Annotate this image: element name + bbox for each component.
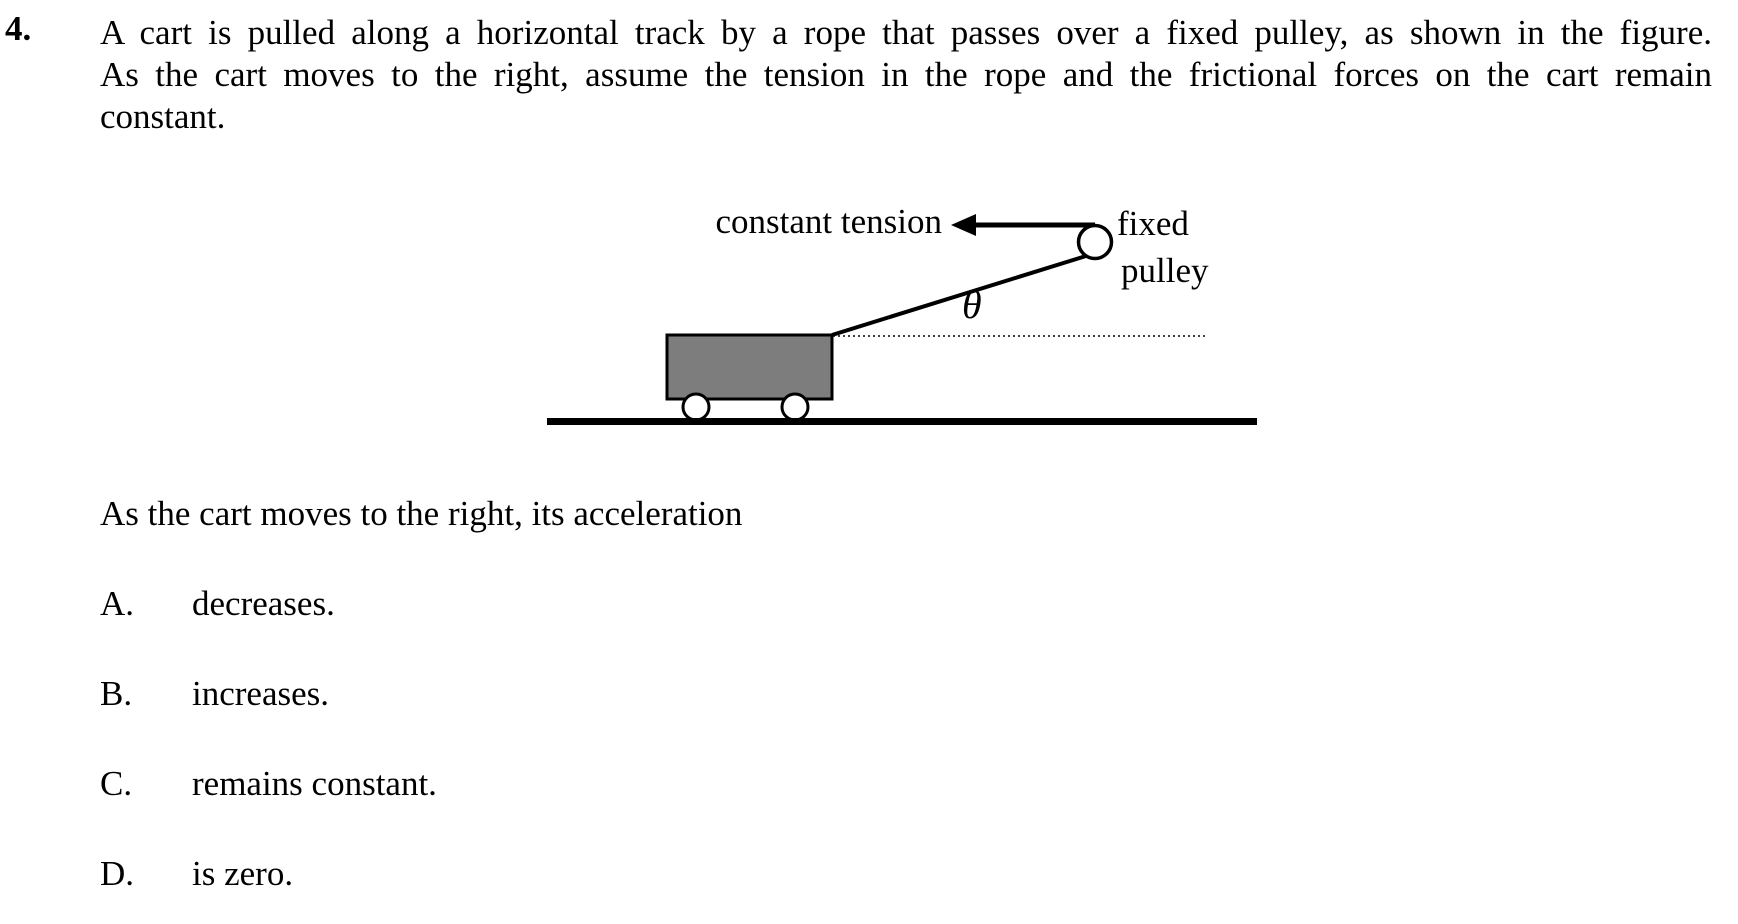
pulley-circle (1076, 223, 1114, 261)
option-text-d: is zero. (192, 854, 294, 893)
option-letter-c: C. (100, 764, 133, 803)
tension-arrowhead-icon (951, 214, 976, 236)
fixed-pulley-label-line2: pulley (1121, 251, 1209, 290)
cart-wheel-right (780, 392, 810, 422)
question-paragraph: A cart is pulled along a horizontal trac… (100, 12, 1712, 138)
question-stem: As the cart moves to the right, its acce… (100, 494, 743, 533)
constant-tension-label: constant tension (715, 202, 943, 241)
option-letter-b: B. (100, 674, 133, 713)
option-letter-a: A. (100, 584, 135, 623)
question-number: 4. (5, 9, 32, 48)
option-text-c: remains constant. (192, 764, 437, 803)
theta-angle-label: θ (962, 282, 982, 327)
option-text-b: increases. (192, 674, 330, 713)
paragraph-line-1: A cart is pulled along a horizontal trac… (100, 13, 1712, 52)
paragraph-line-2: As the cart moves to the right, assume t… (100, 55, 1712, 94)
option-text-a: decreases. (192, 584, 335, 623)
cart-wheel-left (681, 392, 711, 422)
fixed-pulley-label-line1: fixed (1117, 204, 1189, 243)
cart-body (665, 333, 834, 401)
rope-slanted-segment (831, 254, 1087, 337)
paragraph-line-3: constant. (100, 97, 226, 136)
cart-pulley-diagram (547, 214, 1257, 425)
option-letter-d: D. (100, 854, 135, 893)
